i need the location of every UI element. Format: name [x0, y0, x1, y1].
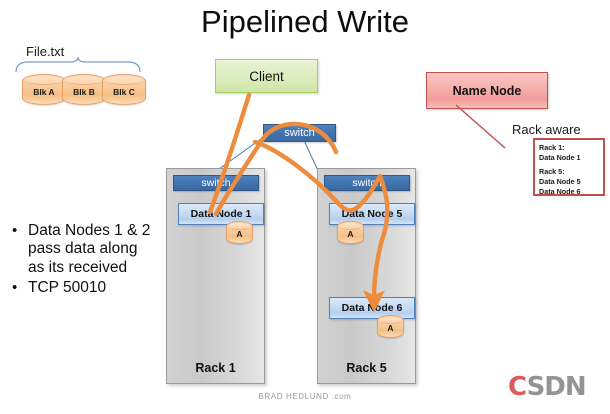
bullet-marker-icon: •	[12, 278, 18, 296]
name-node-connector-line	[455, 104, 506, 149]
bullet-text: TCP 50010	[28, 278, 107, 296]
bullet-item: • TCP 50010	[12, 279, 158, 297]
rack-aware-rack-1: Rack 1:	[539, 143, 565, 152]
block-label: Blk A	[33, 86, 55, 97]
data-node-1-disk: A	[226, 221, 253, 244]
bullet-item: • Data Nodes 1 & 2 pass data along as it…	[12, 222, 158, 277]
disk-label: A	[236, 229, 243, 239]
rack-1-label: Rack 1	[195, 361, 236, 375]
footer-credit: BRAD HEDLUND .com	[258, 392, 352, 401]
rack-5-container[interactable]: switch Data Node 5 A Data Node 6 A Rack …	[317, 168, 416, 384]
rack-aware-rack-5: Rack 5:	[539, 167, 565, 177]
data-node-label: Data Node 1	[190, 208, 252, 220]
name-node-label: Name Node	[452, 83, 522, 98]
data-node-label: Data Node 5	[341, 208, 403, 220]
rack-switch-label: switch	[201, 177, 231, 189]
file-brace-icon	[15, 56, 141, 73]
rack-1-container[interactable]: switch Data Node 1 A Rack 1	[166, 168, 265, 384]
client-box[interactable]: Client	[215, 59, 318, 93]
data-node-label: Data Node 6	[341, 302, 403, 314]
rack-aware-node-1: Data Node 1	[539, 152, 581, 162]
bullet-text: Data Nodes 1 & 2 pass data along as its …	[28, 222, 151, 276]
rack-aware-node-6: Data Node 6	[539, 186, 581, 196]
client-label: Client	[249, 68, 284, 84]
top-switch-box[interactable]: switch	[263, 124, 336, 142]
rack-5-switch[interactable]: switch	[324, 175, 410, 191]
rack-aware-label: Rack aware	[512, 122, 581, 137]
disk-label: A	[387, 323, 394, 333]
rack-aware-node-5: Data Node 5	[539, 177, 581, 187]
rack-switch-label: switch	[352, 177, 382, 189]
data-node-5-disk: A	[337, 221, 364, 244]
rack-aware-box: Rack 1: Data Node 1 Rack 5: Data Node 5 …	[533, 138, 605, 196]
rack-1-switch[interactable]: switch	[173, 175, 259, 191]
csdn-watermark: CSDN	[508, 372, 587, 402]
block-cylinder-a: Blk A	[22, 74, 66, 105]
block-label: Blk C	[113, 86, 135, 97]
data-node-6-disk: A	[377, 315, 404, 338]
bullet-list: • Data Nodes 1 & 2 pass data along as it…	[12, 222, 158, 299]
watermark-letter-c: C	[508, 372, 528, 402]
file-label: File.txt	[26, 44, 65, 59]
data-node-6-box[interactable]: Data Node 6	[329, 297, 415, 319]
block-cylinder-b: Blk B	[62, 74, 106, 105]
block-label: Blk B	[73, 86, 95, 97]
bullet-marker-icon: •	[12, 222, 18, 239]
page-title: Pipelined Write	[201, 4, 409, 39]
disk-label: A	[347, 229, 354, 239]
watermark-letters-sdn: SDN	[526, 372, 587, 402]
rack-5-label: Rack 5	[346, 361, 387, 375]
block-cylinder-c: Blk C	[102, 74, 146, 105]
top-switch-label: switch	[284, 127, 315, 139]
name-node-box[interactable]: Name Node	[426, 72, 548, 109]
data-node-1-box[interactable]: Data Node 1	[178, 203, 264, 225]
